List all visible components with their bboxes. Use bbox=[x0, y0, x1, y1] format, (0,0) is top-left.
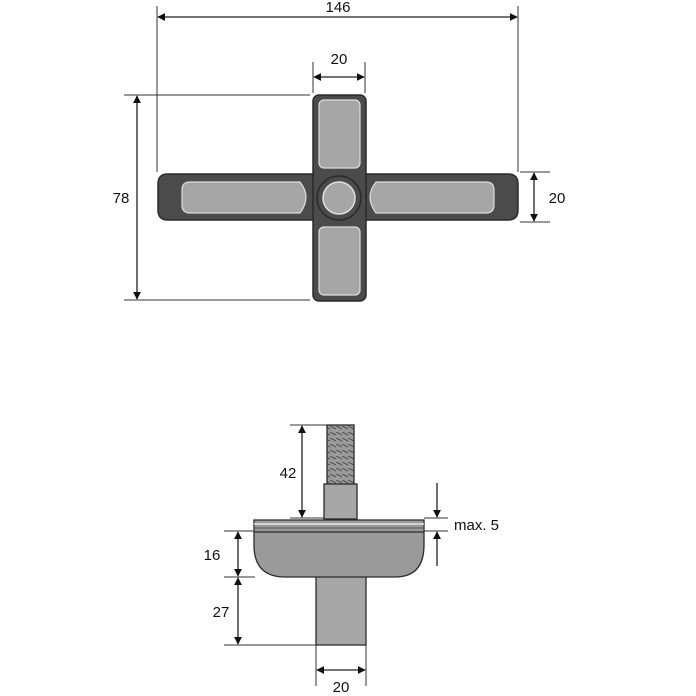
left-arm-inset bbox=[181, 181, 307, 214]
base-height-label: 16 bbox=[204, 547, 221, 564]
overall-height-label: 78 bbox=[113, 190, 130, 207]
side-view: 42 max. 5 16 27 20 bbox=[204, 424, 499, 696]
bolt-shank bbox=[323, 483, 358, 520]
bottom-arm-inset bbox=[318, 226, 361, 296]
bottom-stem bbox=[315, 573, 367, 646]
right-arm-inset bbox=[369, 181, 495, 214]
thread-length-label: 42 bbox=[280, 465, 297, 482]
stem-width-label: 20 bbox=[333, 679, 350, 696]
threaded-bolt bbox=[326, 424, 355, 486]
knob-side-profile bbox=[253, 424, 425, 646]
cross-knob bbox=[157, 94, 519, 302]
center-hub-cap bbox=[322, 181, 356, 215]
arm-thickness-label: 20 bbox=[549, 190, 566, 207]
max-gap-label: max. 5 bbox=[454, 517, 499, 534]
overall-width-label: 146 bbox=[325, 0, 350, 16]
stem-length-label: 27 bbox=[213, 604, 230, 621]
arm-width-label: 20 bbox=[331, 51, 348, 68]
top-arm-inset bbox=[318, 99, 361, 169]
top-view: 146 20 78 20 bbox=[113, 0, 566, 302]
knob-base bbox=[253, 519, 425, 578]
